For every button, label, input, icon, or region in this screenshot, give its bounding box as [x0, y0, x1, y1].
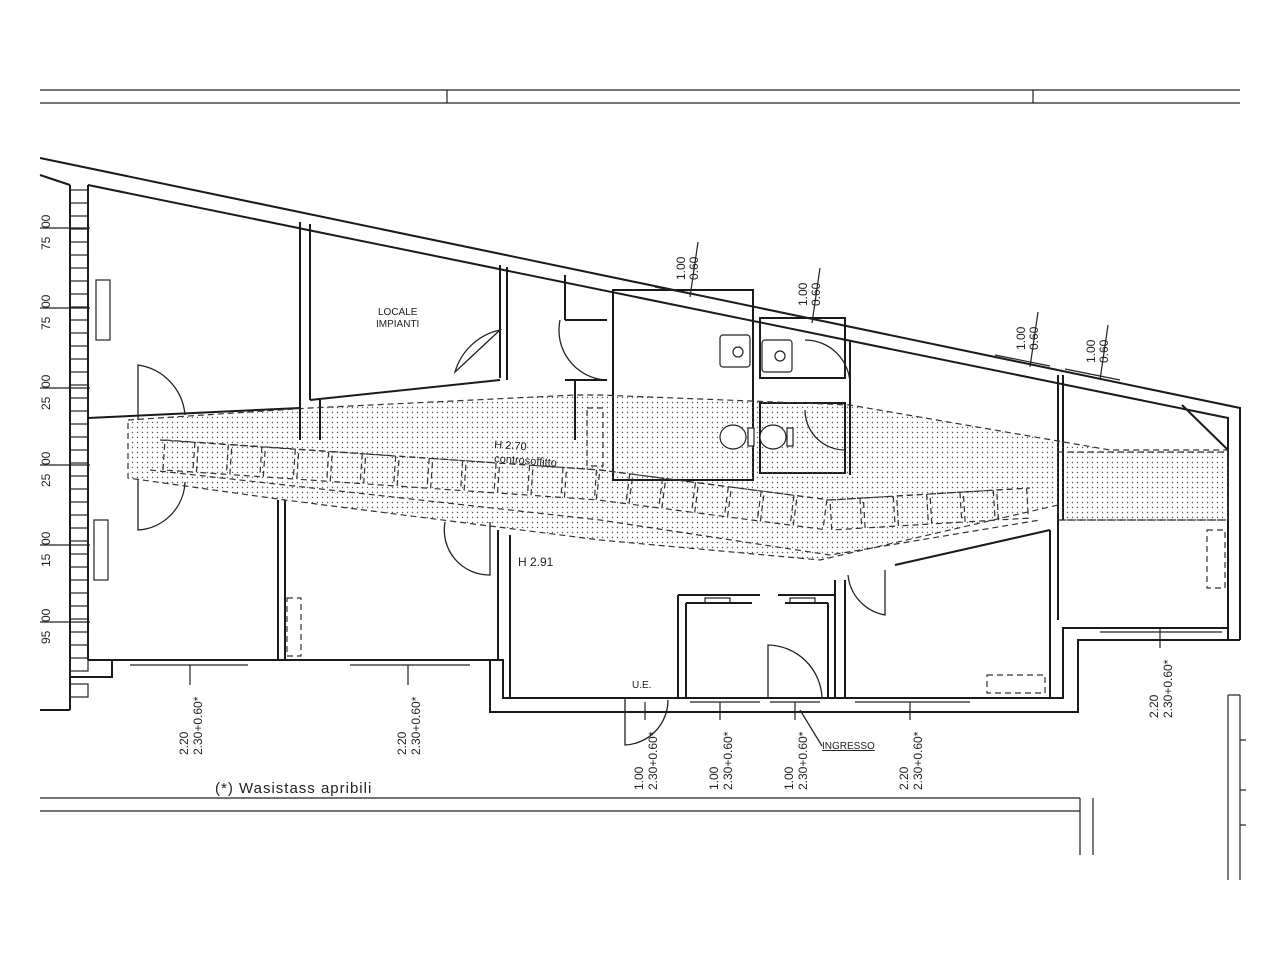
room-labels: LOCALE IMPIANTI H 2.70 controsoffitto H …: [215, 307, 875, 797]
left-dim-a-5: 00: [39, 608, 53, 622]
wall-block: [69, 267, 89, 282]
impianti-label-1: LOCALE: [378, 307, 418, 318]
doors: [137, 319, 886, 746]
bottom-dim-a-3: 1.00: [707, 766, 721, 790]
wall-block: [69, 579, 89, 594]
wall-block: [69, 683, 89, 698]
ceiling-panel-10: [496, 462, 531, 496]
exterior-walls: [39, 157, 1241, 713]
top-dim-a-3: 1.00: [1084, 339, 1098, 363]
left-wall-texture: [69, 189, 89, 698]
ceiling-panel-15: [661, 477, 697, 513]
ceiling-panel-25: [996, 487, 1030, 521]
left-dim-a-1: 00: [39, 294, 53, 308]
bottom-dim-b-0: 2.30+0.60*: [191, 696, 205, 755]
bathroom-fixtures: [719, 334, 794, 450]
wall-block: [69, 475, 89, 490]
left-dim-b-4: 15: [39, 553, 53, 567]
wall-block: [69, 501, 89, 516]
top-dim-a-2: 1.00: [1014, 326, 1028, 350]
wall-block: [69, 605, 89, 620]
bottom-dim-b-4: 2.30+0.60*: [796, 731, 810, 790]
left-dim-a-3: 00: [39, 451, 53, 465]
ceiling-panels: [162, 439, 1030, 531]
left-dim-b-3: 25: [39, 473, 53, 487]
ceiling-panel-19: [792, 495, 828, 531]
main-height-label: H 2.91: [518, 555, 554, 569]
wall-block: [69, 241, 89, 256]
bottom-dim-a-4: 1.00: [782, 766, 796, 790]
wall-block: [69, 319, 89, 334]
corridor-height-label: H 2.70: [494, 439, 527, 453]
ceiling-panel-2: [229, 443, 263, 478]
top-dim-a-0: 1.00: [674, 256, 688, 280]
wall-block: [69, 527, 89, 542]
ceiling-panel-6: [363, 453, 397, 487]
ceiling-panel-17: [726, 486, 762, 522]
ceiling-panel-22: [896, 493, 930, 527]
ceiling-panel-24: [962, 489, 996, 523]
left-dim-b-0: 75: [39, 236, 53, 250]
ceiling-panel-7: [396, 455, 430, 489]
wall-block: [69, 657, 89, 672]
bottom-border: [40, 797, 1094, 855]
wall-block: [69, 371, 89, 386]
bottom-dim-a-6: 2.20: [1147, 694, 1161, 718]
bottom-dim-b-3: 2.30+0.60*: [721, 731, 735, 790]
furniture: [93, 279, 1226, 694]
bottom-dim-b-5: 2.30+0.60*: [911, 731, 925, 790]
ceiling-panel-14: [628, 473, 664, 509]
top-dim-a-1: 1.00: [796, 282, 810, 306]
ceiling-panel-20: [829, 497, 863, 531]
wall-block: [69, 631, 89, 646]
left-dim-a-0: 00: [39, 214, 53, 228]
ceiling-panel-0: [162, 439, 196, 473]
bottom-dim-b-2: 2.30+0.60*: [646, 731, 660, 790]
wall-block: [69, 293, 89, 308]
entrance-label: INGRESSO: [822, 741, 875, 752]
bottom-dim-a-5: 2.20: [897, 766, 911, 790]
ceiling-panel-12: [563, 467, 598, 501]
wall-block: [69, 449, 89, 464]
corridor-note-label: controsoffitto: [494, 453, 557, 469]
left-dim-b-1: 75: [39, 316, 53, 330]
wall-block: [69, 345, 89, 360]
ceiling-panel-8: [429, 457, 464, 492]
wall-block: [69, 189, 89, 204]
top-border: [40, 89, 1240, 104]
ceiling-panel-3: [262, 446, 296, 480]
ue-label: U.E.: [632, 680, 651, 691]
bottom-dim-a-2: 1.00: [632, 766, 646, 790]
bottom-dim-b-1: 2.30+0.60*: [409, 696, 423, 755]
left-dim-b-5: 95: [39, 630, 53, 644]
ceiling-panel-13: [595, 469, 631, 505]
ceiling-panel-1: [195, 441, 230, 475]
left-dim-a-2: 00: [39, 374, 53, 388]
bottom-dim-a-0: 2.20: [177, 731, 191, 755]
left-dim-a-4: 00: [39, 531, 53, 545]
ceiling-panel-21: [862, 495, 896, 529]
wall-block: [69, 553, 89, 568]
ceiling-panel-9: [463, 460, 497, 494]
bottom-dim-b-6: 2.30+0.60*: [1161, 659, 1175, 718]
ceiling-panel-4: [296, 448, 330, 482]
wall-block: [69, 215, 89, 230]
left-dim-b-2: 25: [39, 396, 53, 410]
ceiling-panel-16: [694, 482, 729, 518]
ceiling-panel-11: [530, 464, 564, 499]
legend-note: (*) Wasistass apribili: [215, 780, 372, 797]
adjacent-building: [1227, 694, 1246, 880]
wall-block: [69, 397, 89, 412]
bottom-dim-a-1: 2.20: [395, 731, 409, 755]
ceiling-panel-5: [329, 450, 363, 485]
ceiling-panel-23: [929, 491, 963, 525]
wall-block: [69, 423, 89, 438]
ceiling-panel-18: [759, 490, 795, 526]
impianti-label-2: IMPIANTI: [376, 319, 419, 330]
